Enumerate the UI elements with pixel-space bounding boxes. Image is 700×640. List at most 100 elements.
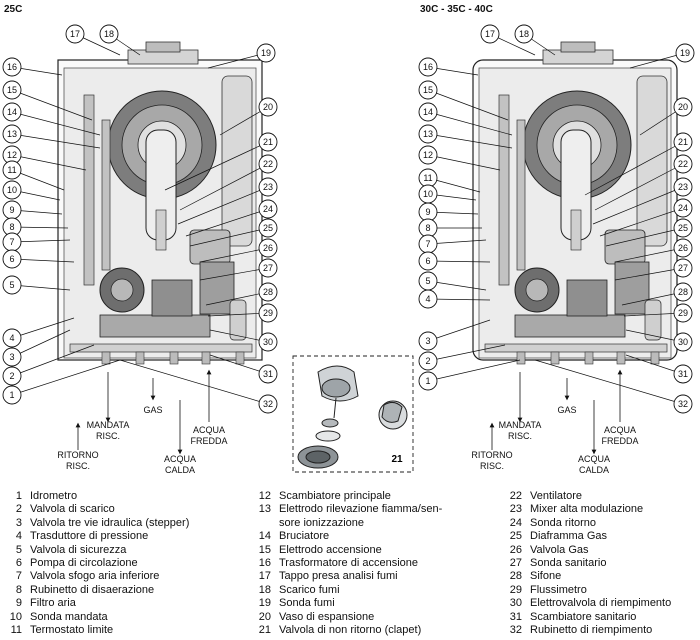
svg-text:25: 25 — [263, 223, 273, 233]
callout-5: 5 — [2, 275, 71, 295]
svg-text:29: 29 — [678, 308, 688, 318]
svg-text:5: 5 — [425, 276, 430, 286]
legend-number: 25 — [509, 530, 522, 543]
legend-description: Valvola Gas — [530, 543, 589, 556]
legend-number: 18 — [258, 583, 271, 596]
svg-text:26: 26 — [263, 243, 273, 253]
non-return-valve-drawing — [297, 365, 408, 469]
legend-number: 2 — [15, 503, 22, 516]
callout-2: 2 — [2, 344, 95, 386]
legend-description: Trasformatore di accensione — [279, 557, 418, 570]
svg-text:6: 6 — [425, 256, 430, 266]
connection-label: MANDATA — [87, 420, 130, 430]
model-label-30c-35c-40c: 30C - 35C - 40C — [420, 4, 493, 15]
legend-description: Sifone — [530, 570, 562, 583]
svg-text:18: 18 — [104, 29, 114, 39]
callout-31: 31 — [625, 354, 693, 384]
callout-17: 17 — [65, 24, 121, 56]
callout-14: 14 — [418, 102, 513, 136]
callout-24: 24 — [599, 198, 693, 237]
callout-27: 27 — [199, 258, 278, 281]
legend-item: sore ionizzazione — [249, 517, 442, 530]
legend-number: 10 — [9, 610, 22, 623]
svg-text:23: 23 — [263, 182, 273, 192]
legend-description: Valvola sfogo aria inferiore — [30, 570, 160, 583]
boiler-diagram: 1615141312111098765432119202122232425262… — [2, 24, 695, 475]
svg-text:20: 20 — [678, 102, 688, 112]
callout-24: 24 — [185, 199, 278, 237]
callout-28: 28 — [205, 282, 278, 306]
legend-item: 12 Scambiatore principale — [249, 490, 442, 503]
callout-23: 23 — [177, 177, 278, 225]
svg-text:32: 32 — [263, 399, 273, 409]
legend-description: Tappo presa analisi fumi — [279, 570, 398, 583]
legend-description: Valvola tre vie idraulica (stepper) — [30, 516, 190, 529]
legend-number: 12 — [258, 490, 271, 502]
svg-text:3: 3 — [9, 352, 14, 362]
callout-26: 26 — [614, 238, 693, 263]
svg-text:11: 11 — [423, 173, 432, 183]
svg-text:4: 4 — [425, 294, 430, 304]
legend-number: 14 — [258, 530, 271, 543]
callout-4: 4 — [418, 289, 491, 309]
svg-text:24: 24 — [678, 203, 688, 213]
legend-number: 30 — [509, 597, 522, 610]
legend-number: 4 — [15, 530, 22, 543]
svg-text:14: 14 — [7, 107, 17, 117]
svg-text:11: 11 — [7, 165, 16, 175]
connection-label: GAS — [557, 405, 576, 415]
legend-description: Scambiatore sanitario — [530, 610, 637, 623]
legend-number: 27 — [509, 557, 522, 570]
svg-text:31: 31 — [678, 369, 688, 379]
legend-description: Mixer alta modulazione — [530, 503, 644, 516]
legend-description: Bruciatore — [279, 530, 330, 543]
connection-label: GAS — [143, 405, 162, 415]
svg-text:25: 25 — [678, 223, 688, 233]
callout-28: 28 — [621, 282, 693, 306]
legend-description: Elettrodo accensione — [279, 543, 382, 556]
legend-item: 14 Bruciatore — [249, 530, 442, 543]
legend-description: Valvola di non ritorno (clapet) — [279, 624, 422, 637]
legend-description: Sonda fumi — [279, 597, 335, 610]
connection-label: FREDDA — [190, 436, 227, 446]
svg-text:1: 1 — [425, 376, 430, 386]
connection-label: ACQUA — [193, 425, 225, 435]
legend-number: 13 — [258, 503, 271, 516]
svg-text:22: 22 — [263, 159, 273, 169]
callout-19: 19 — [629, 43, 695, 69]
svg-text:4: 4 — [9, 333, 14, 343]
legend-description: Elettrodo rilevazione fiamma/sen- — [279, 503, 443, 516]
callout-15: 15 — [2, 80, 93, 121]
callout-14: 14 — [2, 102, 101, 136]
callout-6: 6 — [418, 251, 491, 271]
svg-text:15: 15 — [423, 85, 433, 95]
legend-number: 19 — [258, 597, 271, 610]
legend-description: Scambiatore principale — [279, 490, 391, 502]
connection-label: CALDA — [165, 465, 195, 475]
callout-4: 4 — [2, 317, 75, 348]
callout-23: 23 — [592, 177, 693, 225]
legend-number: 8 — [15, 583, 22, 596]
legend-description: Flussimetro — [530, 583, 587, 596]
connection-label: ACQUA — [604, 425, 636, 435]
svg-text:10: 10 — [423, 189, 433, 199]
callout-19: 19 — [207, 43, 276, 69]
svg-text:1: 1 — [9, 390, 14, 400]
svg-text:16: 16 — [423, 62, 433, 72]
callout-17: 17 — [480, 24, 536, 56]
